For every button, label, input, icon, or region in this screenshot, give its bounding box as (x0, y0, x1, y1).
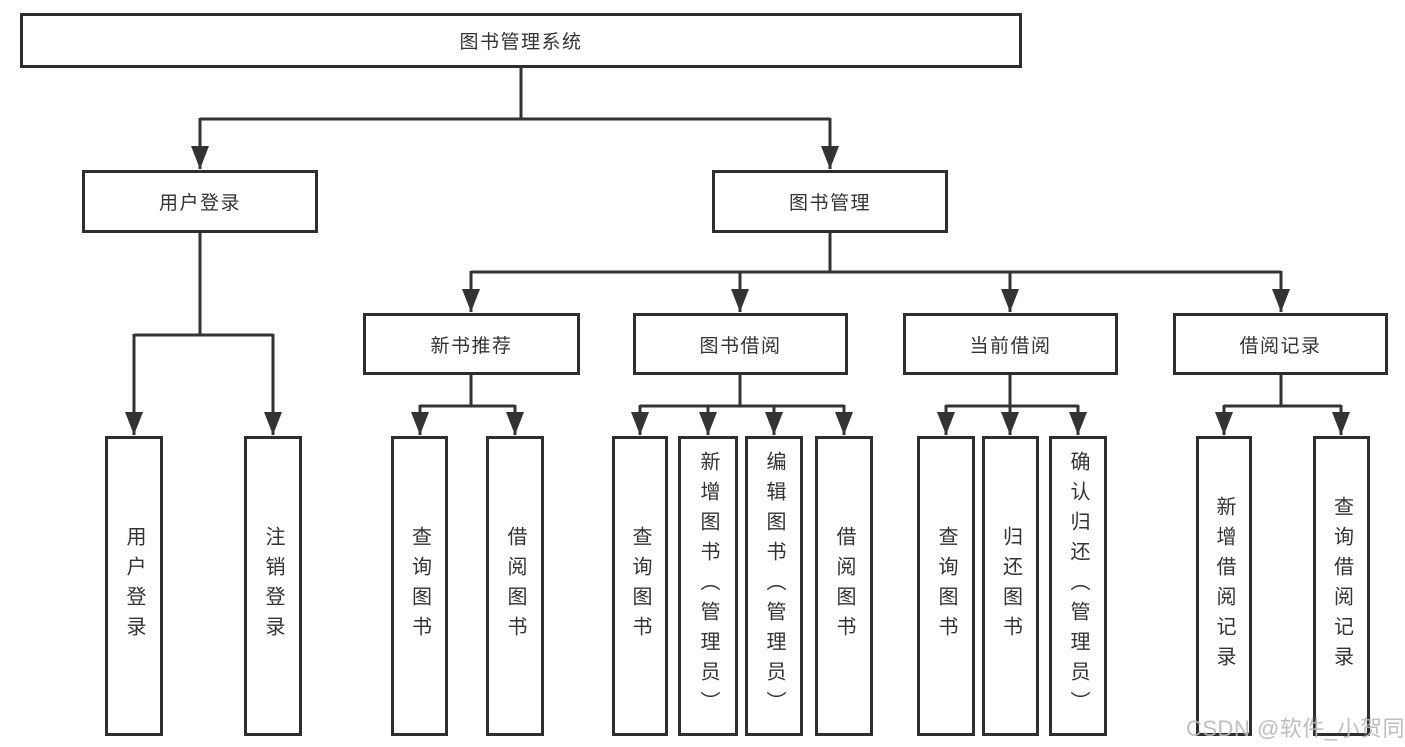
leaf-label: 查询图书 (408, 526, 431, 646)
leaf-logout-login: 注销登录 (244, 436, 302, 736)
leaf-label: 借阅图书 (833, 526, 855, 646)
node-label: 当前借阅 (969, 335, 1052, 357)
node-user-login: 用户登录 (82, 170, 318, 233)
leaf-label: 注销登录 (262, 526, 284, 646)
leaf-label: 归还图书 (999, 526, 1022, 646)
leaf-borrow-books: 借阅图书 (815, 436, 873, 736)
leaf-label: 编辑图书（管理员） (763, 451, 785, 721)
leaf-user-login: 用户登录 (105, 436, 163, 736)
leaf-query-books-current: 查询图书 (917, 436, 975, 736)
leaf-label: 查询图书 (935, 526, 957, 646)
leaf-confirm-return-admin: 确认归还（管理员） (1049, 436, 1107, 736)
leaf-edit-books-admin: 编辑图书（管理员） (745, 436, 803, 736)
node-current-borrowing: 当前借阅 (903, 313, 1118, 375)
csdn-watermark: CSDN @软件_小贺同学 (1186, 716, 1405, 741)
node-label: 用户登录 (158, 193, 241, 214)
leaf-label: 确认归还（管理员） (1067, 451, 1089, 721)
leaf-label: 用户登录 (123, 526, 145, 646)
leaf-query-books-borrowing: 查询图书 (612, 436, 668, 736)
node-book-management: 图书管理 (712, 170, 948, 233)
leaf-query-borrow-record: 查询借阅记录 (1313, 436, 1370, 736)
node-new-book-recommendation: 新书推荐 (363, 313, 580, 375)
leaf-label: 借阅图书 (504, 526, 526, 646)
leaf-add-borrow-record: 新增借阅记录 (1196, 436, 1252, 736)
node-label: 借阅记录 (1239, 335, 1322, 357)
node-library-management-system: 图书管理系统 (20, 13, 1022, 68)
leaf-return-books: 归还图书 (982, 436, 1039, 736)
node-label: 图书管理系统 (459, 32, 583, 53)
leaf-label: 新增图书（管理员） (697, 451, 719, 721)
leaf-label: 查询图书 (629, 526, 651, 646)
node-book-borrowing: 图书借阅 (633, 313, 848, 375)
node-borrowing-records: 借阅记录 (1173, 313, 1388, 375)
leaf-add-books-admin: 新增图书（管理员） (678, 436, 738, 736)
node-label: 图书借阅 (699, 335, 782, 357)
leaf-label: 新增借阅记录 (1213, 496, 1235, 676)
node-label: 新书推荐 (430, 335, 513, 357)
leaf-borrow-books-recommend: 借阅图书 (486, 436, 544, 736)
leaf-label: 查询借阅记录 (1330, 496, 1353, 676)
node-label: 图书管理 (788, 193, 871, 214)
leaf-query-books-recommend: 查询图书 (391, 436, 448, 736)
